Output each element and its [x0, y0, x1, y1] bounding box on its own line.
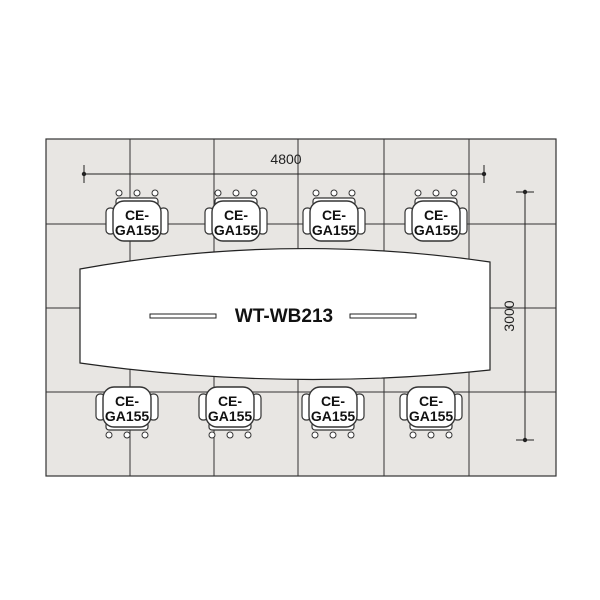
chair-model-label-line2: GA155 — [414, 222, 459, 238]
chair-model-label-line1: CE- — [419, 393, 443, 409]
chair-caster — [208, 431, 216, 439]
chair: CE-GA155 — [404, 189, 468, 242]
chair-model-label-line2: GA155 — [311, 408, 356, 424]
chair-seat — [112, 200, 162, 242]
chair-caster — [329, 431, 337, 439]
chair-caster — [347, 431, 355, 439]
chair-seat — [406, 386, 456, 428]
chair-model-label-line1: CE- — [322, 207, 346, 223]
chair: CE-GA155 — [95, 386, 159, 439]
chair-caster — [141, 431, 149, 439]
width-dimension-dot-right — [481, 171, 487, 177]
chair-caster — [427, 431, 435, 439]
width-dimension-dot-left — [81, 171, 87, 177]
depth-dimension-dot-bottom — [522, 437, 528, 443]
chair: CE-GA155 — [105, 189, 169, 242]
chair-caster — [312, 189, 320, 197]
table-top — [79, 247, 491, 381]
conference-table: WT-WB213 — [79, 247, 491, 381]
width-dimension: 4800 — [81, 151, 487, 183]
chair: CE-GA155 — [301, 386, 365, 439]
chair-caster — [414, 189, 422, 197]
chair-seat — [102, 386, 152, 428]
chair-caster — [151, 189, 159, 197]
chair-seat — [411, 200, 461, 242]
chair-caster — [226, 431, 234, 439]
chair-caster — [445, 431, 453, 439]
chair-caster — [450, 189, 458, 197]
chair: CE-GA155 — [302, 189, 366, 242]
chair-model-label-line2: GA155 — [105, 408, 150, 424]
chair-caster — [250, 189, 258, 197]
chair-caster — [123, 431, 131, 439]
chair-model-label-line2: GA155 — [312, 222, 357, 238]
chair-seat — [308, 386, 358, 428]
chair-model-label-line1: CE- — [321, 393, 345, 409]
chair-caster — [232, 189, 240, 197]
table-inlay-right — [349, 313, 417, 319]
chair: CE-GA155 — [399, 386, 463, 439]
chair-caster — [348, 189, 356, 197]
chair-caster — [311, 431, 319, 439]
chair-model-label-line2: GA155 — [115, 222, 160, 238]
chair-model-label-line2: GA155 — [409, 408, 454, 424]
chair: CE-GA155 — [204, 189, 268, 242]
chair-caster — [409, 431, 417, 439]
chair-seat — [205, 386, 255, 428]
depth-dimension-label: 3000 — [501, 300, 517, 331]
chair-model-label-line2: GA155 — [208, 408, 253, 424]
chair-model-label-line1: CE- — [424, 207, 448, 223]
chair-model-label-line1: CE- — [218, 393, 242, 409]
chair-caster — [330, 189, 338, 197]
chair-seat — [309, 200, 359, 242]
chair-seat — [211, 200, 261, 242]
chair-model-label-line1: CE- — [115, 393, 139, 409]
chair-caster — [133, 189, 141, 197]
chair-caster — [244, 431, 252, 439]
table-inlay-left — [149, 313, 217, 319]
table-model-label: WT-WB213 — [235, 306, 333, 327]
chair-model-label-line2: GA155 — [214, 222, 259, 238]
width-dimension-label: 4800 — [270, 151, 301, 167]
depth-dimension-dot-top — [522, 189, 528, 195]
chair-caster — [115, 189, 123, 197]
chair-model-label-line1: CE- — [224, 207, 248, 223]
chair-caster — [432, 189, 440, 197]
depth-dimension: 3000 — [501, 189, 534, 443]
chair-caster — [105, 431, 113, 439]
chair-model-label-line1: CE- — [125, 207, 149, 223]
chair-caster — [214, 189, 222, 197]
chair: CE-GA155 — [198, 386, 262, 439]
